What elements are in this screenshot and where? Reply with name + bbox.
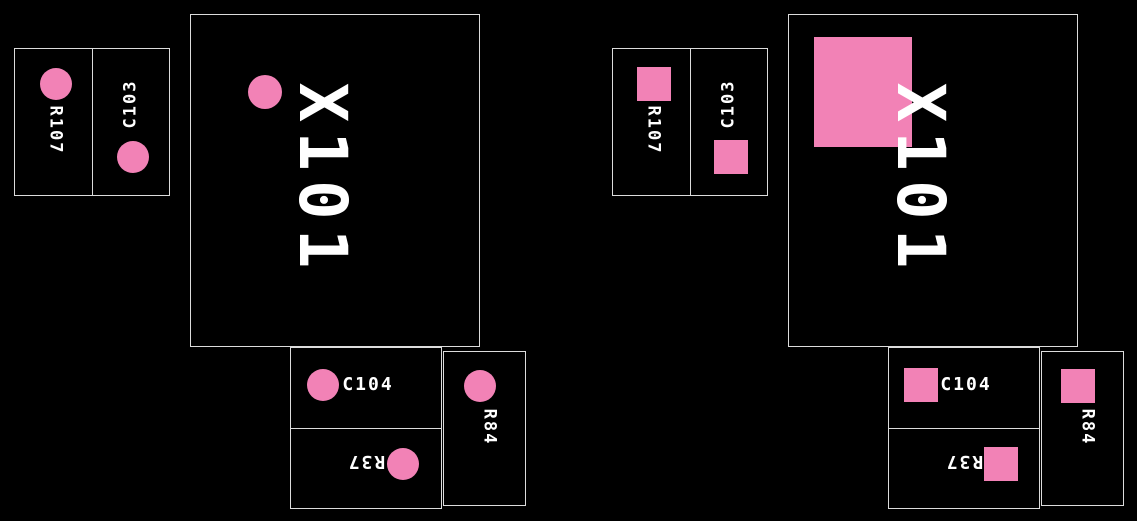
refdes-c103: C103 xyxy=(718,79,739,129)
marker-r84[interactable] xyxy=(1061,369,1095,403)
refdes-r37: R37 xyxy=(346,451,386,472)
marker-r37[interactable] xyxy=(984,447,1018,481)
refdes-r37: R37 xyxy=(944,451,984,472)
marker-r84[interactable] xyxy=(464,370,496,402)
marker-x101[interactable] xyxy=(814,37,912,147)
component-r84-outline[interactable] xyxy=(1041,351,1124,506)
marker-c104[interactable] xyxy=(307,369,339,401)
marker-r107[interactable] xyxy=(40,68,72,100)
component-group-divider xyxy=(888,428,1040,429)
refdes-r107: R107 xyxy=(643,105,664,155)
refdes-x101: X101 xyxy=(284,82,361,278)
marker-r107[interactable] xyxy=(637,67,671,101)
marker-r37[interactable] xyxy=(387,448,419,480)
refdes-x101: X101 xyxy=(882,82,959,278)
panel-square-markers: R107 C103 X101 C104 R37 R84 xyxy=(598,0,1137,521)
marker-c103[interactable] xyxy=(714,140,748,174)
marker-c103[interactable] xyxy=(117,141,149,173)
component-x101-outline[interactable] xyxy=(788,14,1078,347)
refdes-c103: C103 xyxy=(120,79,141,129)
panel-circle-markers: R107 C103 X101 C104 R37 R84 xyxy=(0,0,539,521)
component-group-divider xyxy=(690,48,691,196)
marker-x101[interactable] xyxy=(248,75,282,109)
component-group-divider xyxy=(92,48,93,196)
component-x101-outline[interactable] xyxy=(190,14,480,347)
marker-c104[interactable] xyxy=(904,368,938,402)
refdes-c104: C104 xyxy=(940,374,992,395)
refdes-c104: C104 xyxy=(342,374,394,395)
component-r84-outline[interactable] xyxy=(443,351,526,506)
refdes-r84: R84 xyxy=(479,408,500,446)
component-group-divider xyxy=(290,428,442,429)
refdes-r84: R84 xyxy=(1077,408,1098,446)
refdes-r107: R107 xyxy=(45,105,66,155)
